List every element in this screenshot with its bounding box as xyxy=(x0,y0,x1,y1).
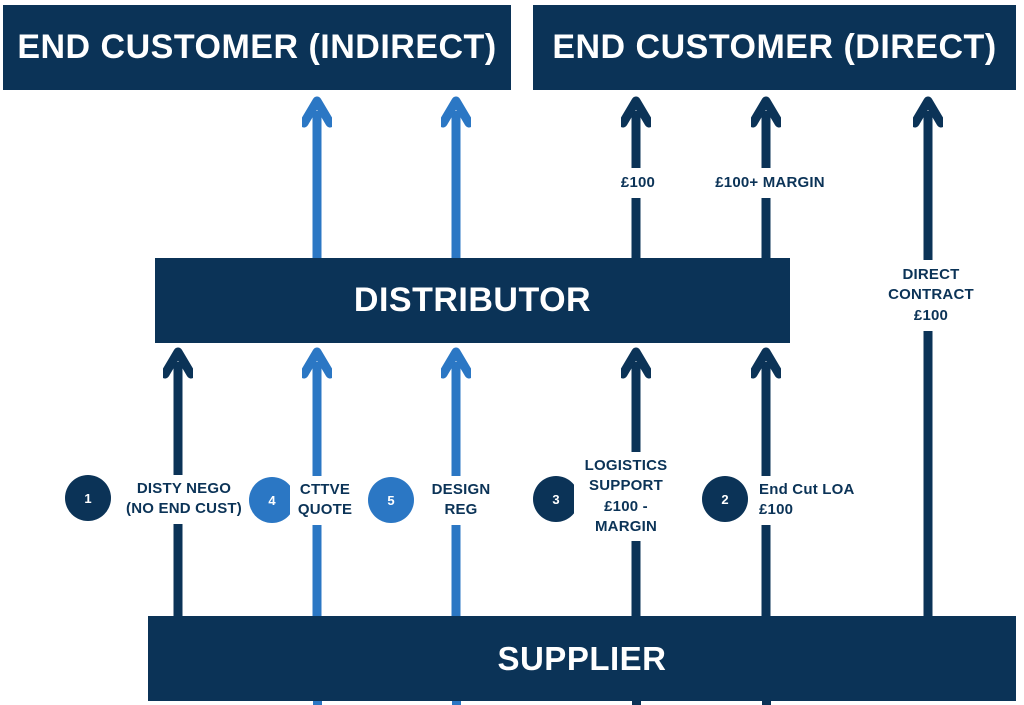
up-arrow-icon xyxy=(913,96,943,616)
line-stub xyxy=(452,701,461,705)
step-label-logistics-support: LOGISTICS SUPPORT £100 - MARGIN xyxy=(574,452,678,541)
step-number-1: 1 xyxy=(84,490,92,506)
step-circle-5: 5 xyxy=(368,477,414,523)
supplier-box: SUPPLIER xyxy=(148,616,1016,701)
step-circle-3: 3 xyxy=(533,476,579,522)
step-number-4: 4 xyxy=(268,492,276,508)
distributor-box: DISTRIBUTOR xyxy=(155,258,790,343)
price-label-100: £100 xyxy=(604,168,672,199)
distributor-label: DISTRIBUTOR xyxy=(353,281,592,319)
step-label-cttve-quote: CTTVE QUOTE xyxy=(290,476,360,525)
step-number-2: 2 xyxy=(721,491,729,507)
end-customer-direct-label: END CUSTOMER (DIRECT) xyxy=(552,28,997,66)
line-stub xyxy=(762,701,771,705)
line-stub xyxy=(313,701,322,705)
arrow-supplier-to-direct-contract xyxy=(913,95,943,616)
step-label-end-cut-loa: End Cut LOA £100 xyxy=(757,476,869,525)
end-customer-indirect-label: END CUSTOMER (INDIRECT) xyxy=(17,28,497,66)
step-circle-2: 2 xyxy=(702,476,748,522)
step-circle-1: 1 xyxy=(65,475,111,521)
step-number-5: 5 xyxy=(387,492,395,508)
supplier-label: SUPPLIER xyxy=(497,639,667,677)
step-circle-4: 4 xyxy=(249,477,295,523)
up-arrow-icon xyxy=(302,96,332,258)
arrow-distributor-to-indirect-2 xyxy=(441,95,471,258)
up-arrow-icon xyxy=(441,96,471,258)
price-label-100-margin: £100+ MARGIN xyxy=(701,168,839,199)
step-number-3: 3 xyxy=(552,491,560,507)
end-customer-direct-box: END CUSTOMER (DIRECT) xyxy=(533,5,1016,90)
arrow-distributor-to-indirect-1 xyxy=(302,95,332,258)
direct-contract-label: DIRECT CONTRACT £100 xyxy=(878,260,984,331)
step-label-design-reg: DESIGN REG xyxy=(420,476,502,525)
step-label-disty-nego: DISTY NEGO (NO END CUST) xyxy=(114,475,254,524)
end-customer-indirect-box: END CUSTOMER (INDIRECT) xyxy=(3,5,511,90)
line-stub xyxy=(632,701,641,705)
